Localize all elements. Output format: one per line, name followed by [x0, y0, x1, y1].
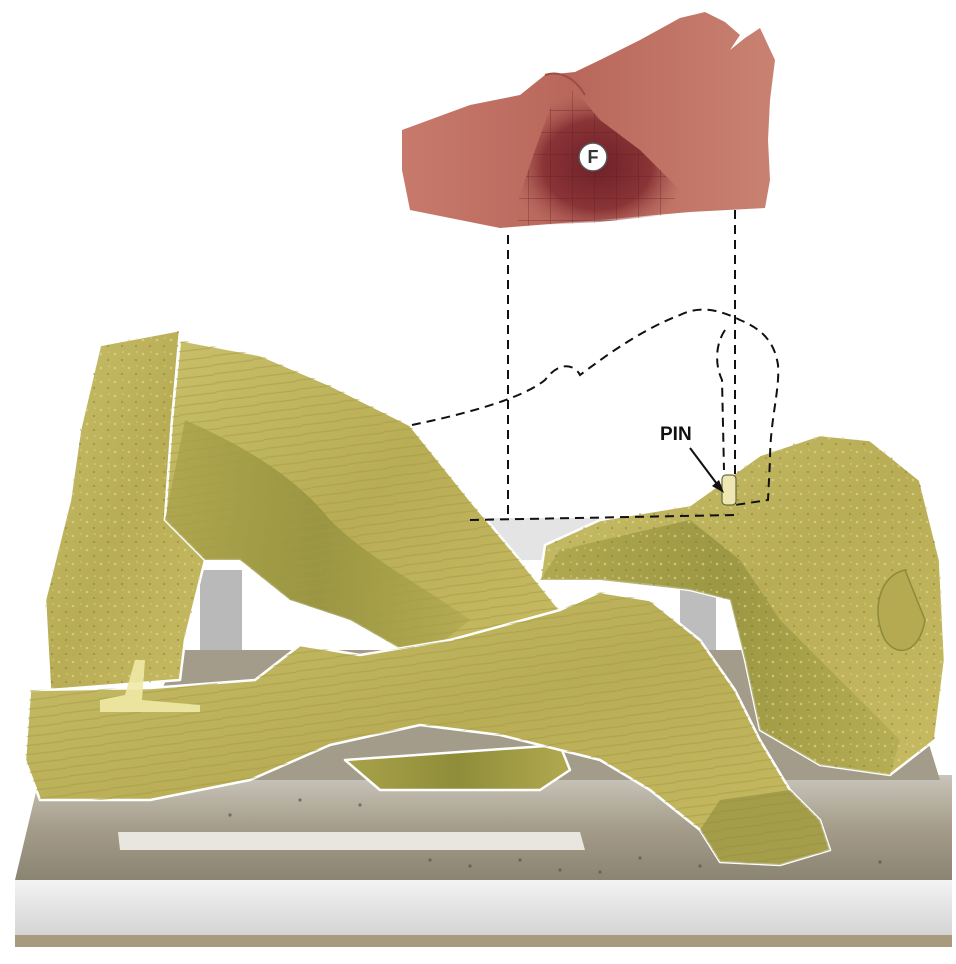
stand-bottom-edge	[15, 935, 952, 947]
stand-front-panel	[15, 880, 952, 935]
pin-label: PIN	[660, 424, 692, 445]
detached-fragment-f: F	[402, 12, 775, 228]
leader-lines	[412, 210, 778, 520]
stand-rail	[118, 832, 585, 850]
pin-arrow	[690, 448, 720, 488]
fragment-f-marker-label: F	[588, 147, 599, 167]
pin-slot-outline	[717, 330, 725, 470]
pin-body	[722, 475, 736, 505]
